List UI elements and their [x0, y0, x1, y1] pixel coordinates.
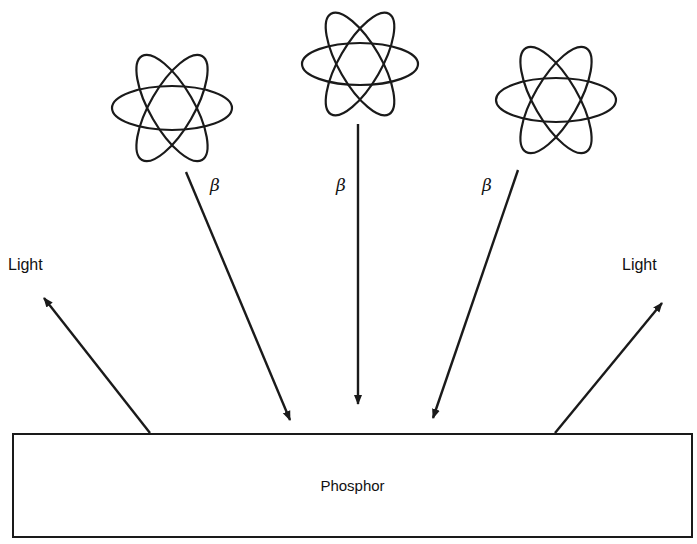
beta-label: β: [210, 176, 220, 195]
atom-symbol: [302, 3, 418, 124]
beta-label: β: [336, 176, 346, 195]
light-arrow: [555, 303, 662, 433]
atom-symbol: [112, 45, 232, 171]
phosphor-box: Phosphor: [12, 433, 693, 538]
light-label: Light: [622, 256, 657, 274]
beta-arrow: [433, 170, 518, 418]
beta-arrow: [357, 124, 359, 404]
beta-label: β: [482, 176, 492, 195]
beta-arrow: [186, 172, 290, 420]
light-arrow: [44, 298, 150, 433]
node-label: Phosphor: [320, 477, 384, 494]
light-label: Light: [8, 256, 43, 274]
atom-symbol: [496, 37, 616, 163]
